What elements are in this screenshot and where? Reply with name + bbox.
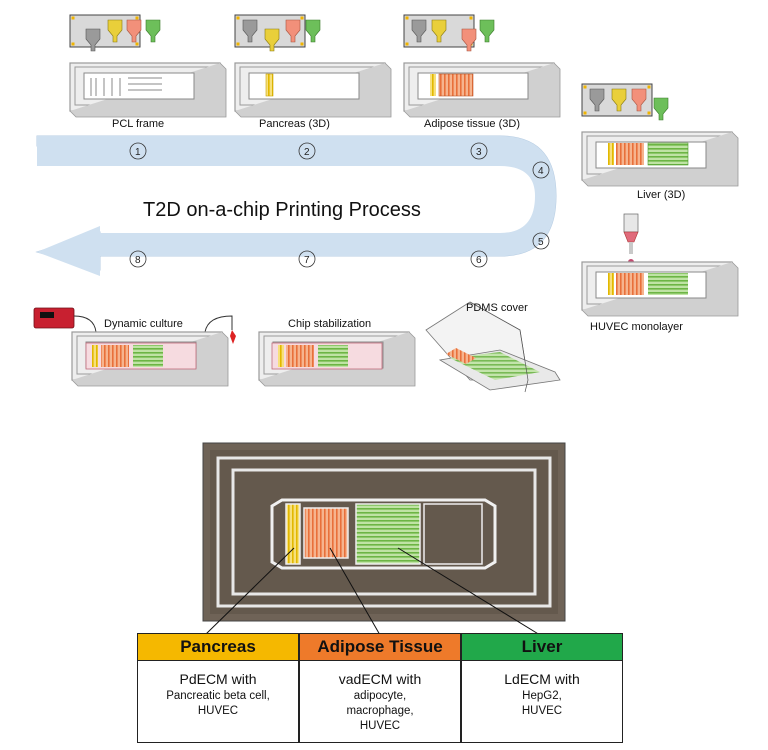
step-number-2: 2 — [298, 142, 316, 160]
svg-text:7: 7 — [304, 255, 310, 266]
pancreas-detail-2: HUVEC — [197, 705, 239, 717]
step-2-illustration — [234, 14, 392, 118]
step-2-label: Pancreas (3D) — [259, 118, 330, 130]
step-number-3: 3 — [470, 142, 488, 160]
step-5-illustration — [581, 213, 739, 317]
svg-text:3: 3 — [476, 147, 482, 158]
step-3-illustration — [403, 14, 561, 118]
process-title: T2D on-a-chip Printing Process — [143, 199, 421, 221]
step-5-label: HUVEC monolayer — [590, 321, 683, 333]
step-6-illustration — [425, 301, 561, 393]
step-number-7: 7 — [298, 250, 316, 268]
adipose-card: Adipose Tissue vadECM with adipocyte, ma… — [299, 633, 461, 743]
adipose-detail-2: macrophage, — [346, 705, 414, 717]
tissue-legend: Pancreas PdECM with Pancreatic beta cell… — [137, 633, 623, 745]
step-number-8: 8 — [129, 250, 147, 268]
svg-text:6: 6 — [476, 255, 482, 266]
step-6-label: PDMS cover — [466, 302, 528, 314]
svg-text:8: 8 — [135, 255, 141, 266]
step-3-label: Adipose tissue (3D) — [424, 118, 520, 130]
adipose-ecm: vadECM with — [338, 671, 422, 687]
step-number-4: 4 — [532, 161, 550, 179]
liver-callout-line — [397, 547, 541, 636]
step-4-illustration — [581, 83, 739, 187]
step-number-5: 5 — [532, 232, 550, 250]
adipose-detail-1: adipocyte, — [353, 690, 407, 702]
svg-text:4: 4 — [538, 166, 544, 177]
liver-detail-2: HUVEC — [521, 705, 563, 717]
liver-header: Liver — [462, 634, 622, 661]
liver-ecm: LdECM with — [504, 671, 580, 687]
step-7-label: Chip stabilization — [288, 318, 371, 330]
pancreas-card: Pancreas PdECM with Pancreatic beta cell… — [137, 633, 299, 743]
step-1-illustration — [69, 14, 227, 118]
step-1-label: PCL frame — [112, 118, 164, 130]
step-number-6: 6 — [470, 250, 488, 268]
pancreas-detail-1: Pancreatic beta cell, — [166, 690, 270, 702]
liver-detail-1: HepG2, — [522, 690, 562, 702]
step-8-illustration — [33, 307, 236, 387]
step-7-illustration — [258, 331, 416, 387]
liver-card: Liver LdECM with HepG2, HUVEC — [461, 633, 623, 743]
svg-text:2: 2 — [304, 147, 310, 158]
pancreas-header: Pancreas — [138, 634, 298, 661]
chip-photo — [202, 442, 566, 622]
svg-text:1: 1 — [135, 147, 141, 158]
adipose-header: Adipose Tissue — [300, 634, 460, 661]
svg-text:5: 5 — [538, 237, 544, 248]
process-flow-band — [37, 136, 556, 276]
adipose-callout-line — [329, 547, 381, 636]
step-8-label: Dynamic culture — [104, 318, 183, 330]
step-4-label: Liver (3D) — [637, 189, 685, 201]
step-number-1: 1 — [129, 142, 147, 160]
adipose-detail-3: HUVEC — [359, 720, 401, 732]
pancreas-ecm: PdECM with — [179, 671, 257, 687]
pancreas-callout-line — [204, 547, 295, 636]
